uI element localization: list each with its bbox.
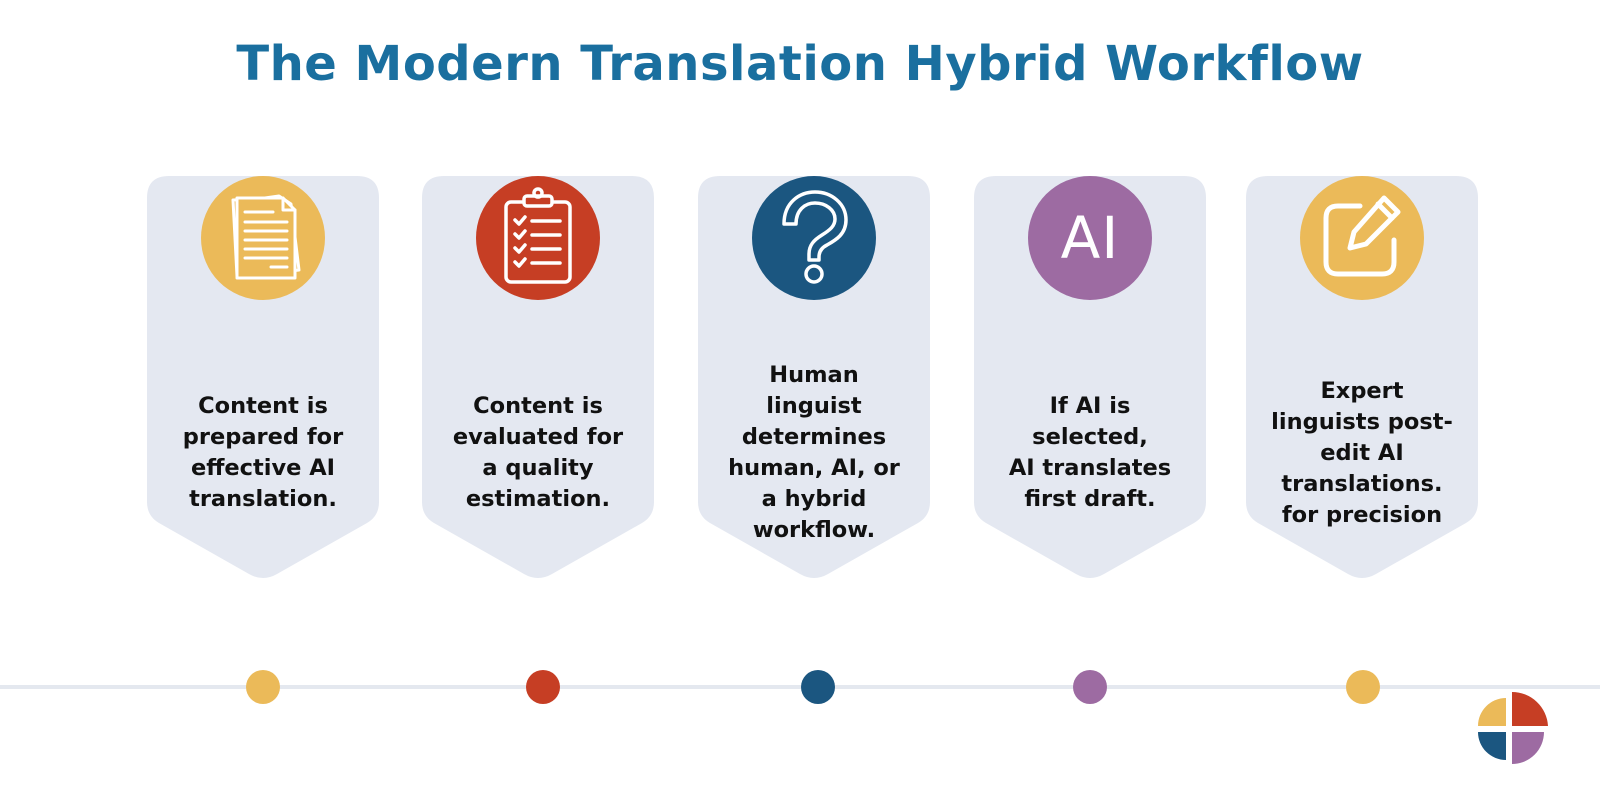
step-2-timeline-dot	[526, 670, 560, 704]
step-1-timeline-dot	[246, 670, 280, 704]
edit-icon	[1300, 176, 1424, 300]
step-2-card	[422, 176, 654, 578]
step-4-text: If AI is selected, AI translates first d…	[1008, 393, 1172, 512]
step-5: Expert linguists post- edit AI translati…	[1246, 176, 1478, 704]
timeline-line	[0, 685, 1600, 689]
step-1-text: Content is prepared for effective AI tra…	[182, 393, 344, 512]
step-1: Content is prepared for effective AI tra…	[147, 176, 379, 704]
four-quadrant-logo-icon	[1478, 691, 1548, 764]
step-1-card	[147, 176, 379, 578]
step-3-card	[698, 176, 930, 578]
page-title: The Modern Translation Hybrid Workflow	[236, 36, 1364, 92]
step-5-timeline-dot	[1346, 670, 1380, 704]
ai-icon-label: AI	[1060, 204, 1120, 272]
step-5-card	[1246, 176, 1478, 578]
step-3-timeline-dot	[801, 670, 835, 704]
ai-icon: AI	[1028, 176, 1152, 300]
checklist-clipboard-icon	[476, 176, 600, 300]
question-mark-icon	[752, 176, 876, 300]
step-3-text: Human linguist determines human, AI, or …	[728, 362, 900, 543]
step-5-text: Expert linguists post- edit AI translati…	[1271, 377, 1453, 528]
step-2: Content is evaluated for a quality estim…	[422, 176, 654, 704]
step-4-card	[974, 176, 1206, 578]
step-4-timeline-dot	[1073, 670, 1107, 704]
documents-icon	[201, 176, 325, 300]
step-2-text: Content is evaluated for a quality estim…	[452, 393, 624, 512]
step-3: Human linguist determines human, AI, or …	[698, 176, 930, 704]
step-4: AI If AI is selected, AI translates firs…	[974, 176, 1206, 704]
